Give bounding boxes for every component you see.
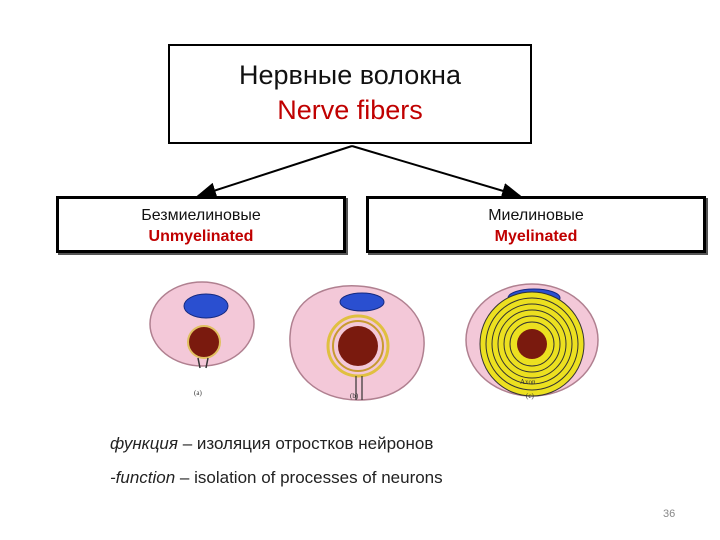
page-number: 36 xyxy=(663,508,676,520)
title-box: Нервные волокна Nerve fibers xyxy=(168,44,532,144)
unmyelinated-label-ru: Безмиелиновые xyxy=(141,207,261,224)
stage-b-cell xyxy=(289,285,425,401)
myelinated-label-en: Myelinated xyxy=(494,228,578,245)
arrow-to-unmyelinated xyxy=(196,145,353,199)
function-desc-en: – isolation of processes of neurons xyxy=(175,468,443,487)
stage-b-nucleus xyxy=(339,292,385,312)
panel-label-b: (b) xyxy=(350,392,359,400)
myelinated-label-ru: Миелиновые xyxy=(488,207,584,224)
stage-c-cell xyxy=(465,283,599,397)
myelinated-box: Миелиновые Myelinated xyxy=(366,196,706,253)
stage-c-axon xyxy=(517,329,547,359)
unmyelinated-label-en: Unmyelinated xyxy=(148,228,254,245)
axon-label: Axon xyxy=(520,378,536,386)
myelination-figure: (a) (b) Axon (c) xyxy=(149,281,599,401)
title-english: Nerve fibers xyxy=(277,95,423,125)
stage-b-axon xyxy=(338,326,378,366)
panel-label-a: (a) xyxy=(194,389,202,397)
unmyelinated-box: Безмиелиновые Unmyelinated xyxy=(56,196,346,253)
function-desc-ru: – изоляция отростков нейронов xyxy=(177,434,434,453)
panel-label-c: (c) xyxy=(526,392,534,400)
arrow-to-myelinated xyxy=(351,145,522,199)
function-caption-en: -function – isolation of processes of ne… xyxy=(110,468,443,488)
stage-b-myelin-outer xyxy=(326,314,390,378)
function-caption-ru: функция – изоляция отростков нейронов xyxy=(110,434,433,454)
stage-b-myelin-inner xyxy=(332,320,384,372)
stage-a-cytoplasm xyxy=(149,281,255,367)
function-term-ru: функция xyxy=(110,434,178,453)
stage-a-cell xyxy=(149,281,255,369)
stage-a-nucleus xyxy=(183,293,229,319)
title-russian: Нервные волокна xyxy=(239,60,461,90)
stage-a-axon xyxy=(187,325,221,359)
function-term-en: -function xyxy=(110,468,176,487)
